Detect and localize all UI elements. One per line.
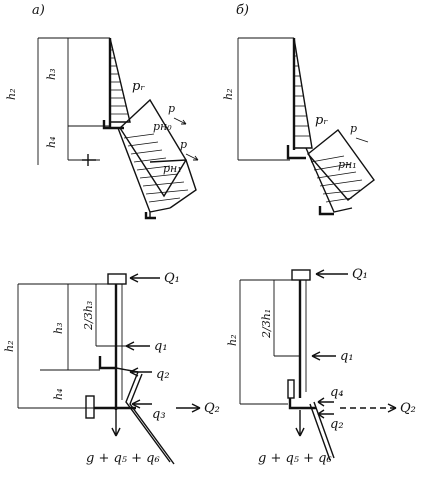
b-bracket bbox=[286, 145, 306, 160]
c-q3-label: q₃ bbox=[152, 407, 166, 422]
b-slab-foot bbox=[318, 206, 334, 216]
d-Q1-label: Q₁ bbox=[352, 267, 368, 282]
d-top-plate bbox=[291, 269, 311, 281]
c-q1-label: q₁ bbox=[154, 339, 168, 354]
a-load-ph0-block bbox=[119, 98, 187, 198]
c-h2-label: h₂ bbox=[3, 341, 16, 353]
a-p-upper-label: p bbox=[168, 102, 175, 115]
c-down-arrow bbox=[111, 410, 121, 437]
a-bracket bbox=[102, 120, 124, 130]
a-arrow-lower bbox=[185, 153, 199, 161]
panel-a-tag: а) bbox=[32, 3, 45, 18]
b-p-label: p bbox=[350, 122, 357, 135]
a-h3-label: h₃ bbox=[45, 69, 58, 81]
d-Q2-arrowhead bbox=[387, 403, 397, 413]
d-bracket bbox=[288, 398, 316, 410]
a-slab-foot bbox=[144, 212, 156, 220]
panel-a: а) h₂ h₃ h₄ pᵣ bbox=[5, 3, 199, 220]
b-h2-label: h₂ bbox=[222, 89, 235, 101]
d-q2-arrow bbox=[317, 409, 334, 419]
d-inclined-member bbox=[309, 401, 335, 461]
b-pressure-hatch bbox=[294, 55, 310, 137]
d-h2-label: h₂ bbox=[226, 335, 239, 347]
d-Q2-label: Q₂ bbox=[400, 401, 416, 416]
d-q1-label: q₁ bbox=[340, 349, 354, 364]
b-inclined-slab bbox=[305, 147, 353, 213]
b-pressure-triangle bbox=[293, 37, 313, 149]
d-q4-label: q₄ bbox=[330, 385, 344, 400]
c-23h3-label: 2/3h₃ bbox=[82, 301, 95, 331]
b-arrow bbox=[355, 137, 369, 143]
a-h4-label: h₄ bbox=[45, 137, 58, 149]
b-pr-label: pᵣ bbox=[315, 113, 328, 128]
c-bracket bbox=[98, 356, 116, 370]
d-sum-label: g + q₅ + q₆ bbox=[258, 451, 332, 466]
c-inclined-member bbox=[125, 371, 175, 465]
c-q2-label: q₂ bbox=[156, 367, 170, 382]
d-q1-arrow bbox=[311, 351, 336, 361]
a-ph0-label: pн₀ bbox=[153, 120, 172, 133]
c-top-plate bbox=[107, 273, 127, 285]
d-down-arrow bbox=[295, 410, 305, 437]
c-q1-arrow bbox=[125, 341, 150, 351]
panel-d: Q₁ h₂ 2/3h₁ q₁ q₄ q₂ Q₂ g + q₅ + q₆ bbox=[226, 267, 416, 466]
panel-c: Q₁ h₂ h₃ 2/3h₃ h₄ q₁ q₂ q₃ Q₂ g + q₅ + q… bbox=[3, 271, 220, 466]
d-lower-plate bbox=[287, 379, 295, 399]
a-pr-label: pᵣ bbox=[132, 79, 145, 94]
c-Q1-arrow bbox=[129, 273, 160, 283]
panel-b-tag: б) bbox=[236, 3, 249, 18]
a-pressure-hatch bbox=[110, 49, 128, 115]
a-p-lower-label: p bbox=[180, 138, 187, 151]
b-load-ph1-block bbox=[306, 128, 375, 201]
c-q3-arrow bbox=[131, 399, 152, 409]
c-h4-label: h₄ bbox=[52, 389, 65, 401]
c-sum-label: g + q₅ + q₆ bbox=[86, 451, 160, 466]
b-ph1-label: pн₁ bbox=[338, 158, 357, 171]
a-h2-label: h₂ bbox=[5, 89, 18, 101]
d-23h1-label: 2/3h₁ bbox=[260, 309, 273, 339]
a-arrow-upper bbox=[173, 117, 187, 125]
c-Q1-label: Q₁ bbox=[164, 271, 180, 286]
d-q4-arrow bbox=[317, 397, 334, 407]
c-Q2-label: Q₂ bbox=[204, 401, 220, 416]
a-pressure-triangle bbox=[109, 37, 131, 123]
d-Q1-arrow bbox=[315, 269, 348, 279]
d-q2-label: q₂ bbox=[330, 417, 344, 432]
a-anchor bbox=[82, 154, 96, 166]
c-h3-label: h₃ bbox=[52, 323, 65, 335]
c-Q2-arrow bbox=[176, 403, 201, 413]
c-lower-plate bbox=[85, 395, 95, 419]
a-ph1-label: pн₁ bbox=[163, 162, 182, 175]
a-slab-hatch bbox=[123, 133, 189, 203]
a-load-ph1-block bbox=[149, 159, 197, 209]
panel-b: б) h₂ pᵣ pн₁ bbox=[222, 3, 375, 216]
c-q2-arrow bbox=[129, 367, 152, 377]
b-slab-hatch bbox=[310, 155, 363, 203]
